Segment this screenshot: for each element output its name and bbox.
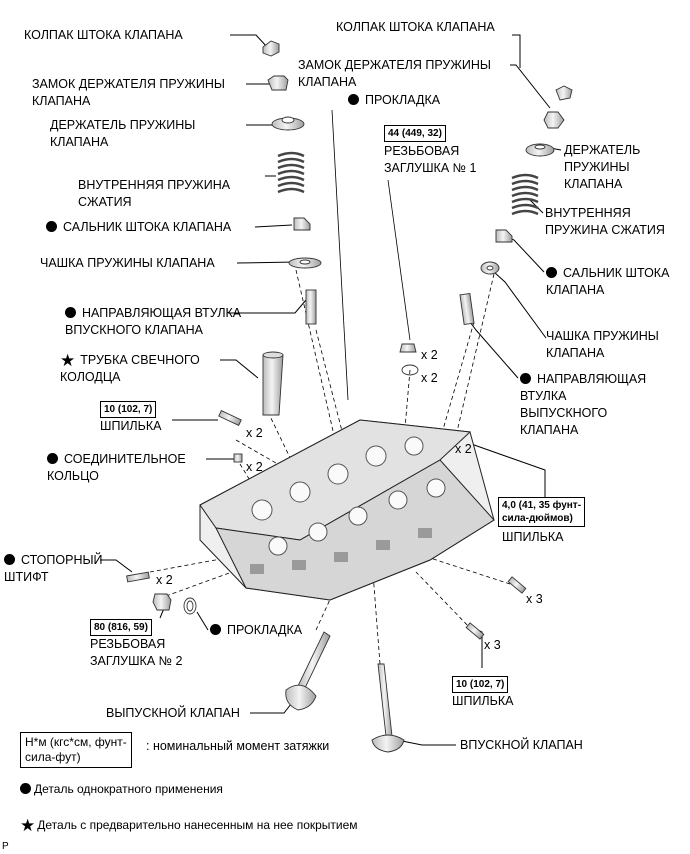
label-inner-spring-left: ВНУТРЕННЯЯ ПРУЖИНА СЖАТИЯ [78,178,231,209]
label-ring-dowel: СОЕДИНИТЕЛЬНОЕ КОЛЬЦО [47,452,186,483]
qty-ring-dowel: x 2 [246,460,263,474]
label-oil-seal-left: САЛЬНИК ШТОКА КЛАПАНА [46,219,231,236]
legend-unit-description: : номинальный момент затяжки [146,739,330,753]
torque-stud-bottom: 10 (102, 7) [452,676,509,693]
cylinder-head [199,419,495,601]
label-inner-spring-right: ВНУТРЕННЯЯ ПРУЖИНА СЖАТИЯ [545,206,665,237]
label-gasket-2: ПРОКЛАДКА [210,622,302,639]
one-time-use-icon [520,373,531,384]
one-time-use-icon [210,624,221,635]
label-valve-stem-cap-right: КОЛПАК ШТОКА КЛАПАНА [336,20,495,34]
qty-stud-bottom-2: x 3 [484,638,501,652]
torque-stud-right: 4,0 (41, 35 фунт- сила-дюймов) [498,497,586,527]
legend-unit-box: Н*м (кгс*см, фунт- сила-фут) [20,732,132,768]
one-time-use-icon [47,453,58,464]
label-stud-bottom: ШПИЛЬКА [452,694,514,708]
label-valve-stem-cap-left: КОЛПАК ШТОКА КЛАПАНА [24,28,183,42]
label-intake-valve-guide: НАПРАВЛЯЮЩАЯ ВТУЛКА ВПУСКНОГО КЛАПАНА [65,306,242,337]
guide-line-2 [387,179,411,341]
qty-straight-pin: x 2 [156,573,173,587]
label-screw-plug-1: РЕЗЬБОВАЯ ЗАГЛУШКА № 1 [384,144,477,175]
one-time-use-icon [546,267,557,278]
label-valve-keeper-right: ЗАМОК ДЕРЖАТЕЛЯ ПРУЖИНЫ КЛАПАНА [298,58,491,89]
label-spring-seat-right: ЧАШКА ПРУЖИНЫ КЛАПАНА [546,329,659,360]
label-straight-pin: СТОПОРНЫЙ ШТИФТ [4,553,103,584]
qty-stud-bottom-1: x 3 [526,592,543,606]
label-stud-right: ШПИЛЬКА [502,530,564,544]
corner-mark: P [2,841,9,852]
label-spring-seat-left: ЧАШКА ПРУЖИНЫ КЛАПАНА [40,256,215,270]
one-time-use-icon [46,221,57,232]
label-stud-left: ШПИЛЬКА [100,419,162,433]
torque-plug-1: 44 (449, 32) [384,125,446,142]
one-time-use-icon [348,94,359,105]
one-time-use-icon [65,307,76,318]
legend-precoated: ★Деталь с предварительно нанесенным на н… [20,816,358,835]
legend-one-time-use: Деталь однократного применения [20,781,223,798]
torque-plug-2: 80 (816, 59) [90,619,152,636]
qty-gasket-1: x 2 [421,371,438,385]
label-exhaust-valve-guide: НАПРАВЛЯЮЩАЯ ВТУЛКА ВЫПУСКНОГО КЛАПАНА [520,372,647,437]
label-valve-spring-retainer-left: ДЕРЖАТЕЛЬ ПРУЖИНЫ КЛАПАНА [50,118,196,149]
label-exhaust-valve: ВЫПУСКНОЙ КЛАПАН [106,706,240,720]
qty-stud-left: x 2 [246,426,263,440]
label-valve-keeper-left: ЗАМОК ДЕРЖАТЕЛЯ ПРУЖИНЫ КЛАПАНА [32,77,225,108]
label-oil-seal-right: САЛЬНИК ШТОКА КЛАПАНА [546,266,670,297]
right-parts [399,85,573,640]
precoated-star-icon: ★ [60,351,76,370]
one-time-use-icon [4,554,15,565]
one-time-use-icon [20,783,31,794]
valves [285,631,405,753]
label-gasket-1: ПРОКЛАДКА [348,92,440,109]
label-intake-valve: ВПУСКНОЙ КЛАПАН [460,738,583,752]
label-screw-plug-2: РЕЗЬБОВАЯ ЗАГЛУШКА № 2 [90,637,183,668]
torque-stud-left: 10 (102, 7) [100,401,157,418]
qty-stud-right: x 2 [455,442,472,456]
precoated-star-icon: ★ [20,816,36,835]
label-valve-spring-retainer-right: ДЕРЖАТЕЛЬ ПРУЖИНЫ КЛАПАНА [564,143,641,191]
left-parts [126,40,322,615]
qty-plug-1: x 2 [421,348,438,362]
label-spark-plug-tube: ★ТРУБКА СВЕЧНОГО КОЛОДЦА [60,351,200,384]
guide-line [331,109,349,401]
